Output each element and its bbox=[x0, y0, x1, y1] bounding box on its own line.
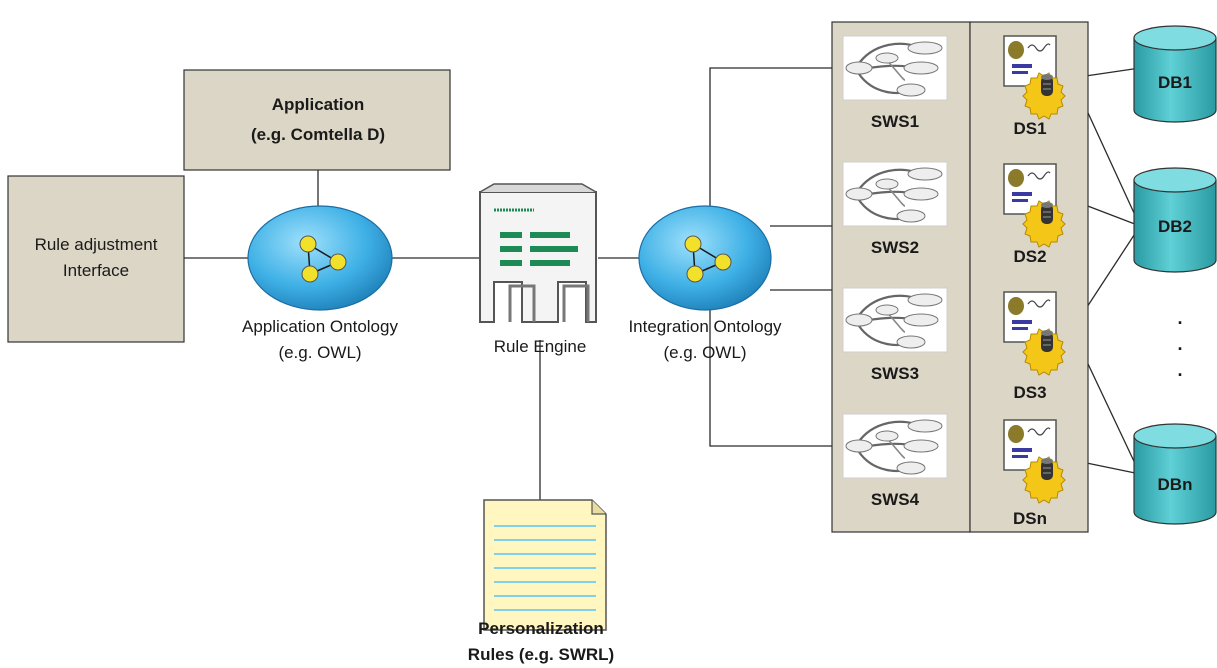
database: DB1 bbox=[1133, 25, 1217, 123]
integration-ontology-sublabel: (e.g. OWL) bbox=[663, 343, 746, 362]
integration-ontology-label: Integration Ontology bbox=[628, 317, 782, 336]
ds-item: DS1 bbox=[1003, 35, 1066, 138]
database-ellipsis: . . . bbox=[1177, 308, 1182, 380]
sws-item: SWS1 bbox=[841, 34, 949, 131]
database-label: DBn bbox=[1158, 475, 1193, 494]
sws-icon bbox=[841, 286, 949, 354]
database-icon bbox=[1133, 180, 1217, 273]
sws-icon bbox=[841, 34, 949, 102]
rule-engine-label: Rule Engine bbox=[494, 337, 587, 356]
application-ontology-icon bbox=[247, 205, 393, 311]
integration-ontology: Integration Ontology (e.g. OWL) bbox=[628, 205, 782, 362]
ds-label: DSn bbox=[1013, 509, 1047, 528]
personalization-rules-sublabel: Rules (e.g. SWRL) bbox=[468, 645, 614, 664]
integration-ontology-icon bbox=[638, 205, 772, 311]
sws-label: SWS4 bbox=[871, 490, 920, 509]
application-ontology: Application Ontology (e.g. OWL) bbox=[242, 205, 398, 362]
ds-item: DS2 bbox=[1003, 163, 1066, 266]
sws-item: SWS4 bbox=[841, 412, 949, 509]
ellipsis-dot: . bbox=[1177, 334, 1182, 354]
personalization-rules-label: Personalization bbox=[478, 619, 604, 638]
ds-item: DSn bbox=[1003, 419, 1066, 528]
database-label: DB2 bbox=[1158, 217, 1192, 236]
sws-icon bbox=[841, 412, 949, 480]
application-title: Application bbox=[272, 95, 365, 114]
sws-item: SWS3 bbox=[841, 286, 949, 383]
personalization-rules: Personalization Rules (e.g. SWRL) bbox=[468, 499, 614, 664]
ellipsis-dot: . bbox=[1177, 308, 1182, 328]
rule-adjustment-box: Rule adjustment Interface bbox=[7, 175, 185, 343]
sws-label: SWS3 bbox=[871, 364, 919, 383]
sws-label: SWS2 bbox=[871, 238, 919, 257]
application-ontology-label: Application Ontology bbox=[242, 317, 398, 336]
application-example: (e.g. Comtella D) bbox=[251, 125, 385, 144]
database-label: DB1 bbox=[1158, 73, 1192, 92]
sws-icon bbox=[841, 160, 949, 228]
rule-engine: Rule Engine bbox=[479, 183, 597, 356]
application-ontology-sublabel: (e.g. OWL) bbox=[278, 343, 361, 362]
rule-adjustment-label: Rule adjustment bbox=[35, 235, 158, 254]
rule-adjustment-sublabel: Interface bbox=[63, 261, 129, 280]
ds-label: DS3 bbox=[1013, 383, 1046, 402]
rules-document-icon bbox=[483, 499, 607, 631]
sws-item: SWS2 bbox=[841, 160, 949, 257]
database-icon bbox=[1133, 38, 1217, 123]
database: DB2 bbox=[1133, 167, 1217, 273]
ds-label: DS2 bbox=[1013, 247, 1046, 266]
sws-label: SWS1 bbox=[871, 112, 919, 131]
ds-item: DS3 bbox=[1003, 291, 1066, 402]
ellipsis-dot: . bbox=[1177, 360, 1182, 380]
ds-label: DS1 bbox=[1013, 119, 1046, 138]
rule-engine-icon bbox=[479, 183, 597, 323]
database: DBn bbox=[1133, 423, 1217, 525]
database-icon bbox=[1133, 436, 1217, 525]
application-box: Application (e.g. Comtella D) bbox=[183, 69, 451, 171]
services-panel: SWS1 SWS2 SWS3 SWS4 DS1 DS2 DS3 DSn bbox=[831, 21, 1089, 533]
